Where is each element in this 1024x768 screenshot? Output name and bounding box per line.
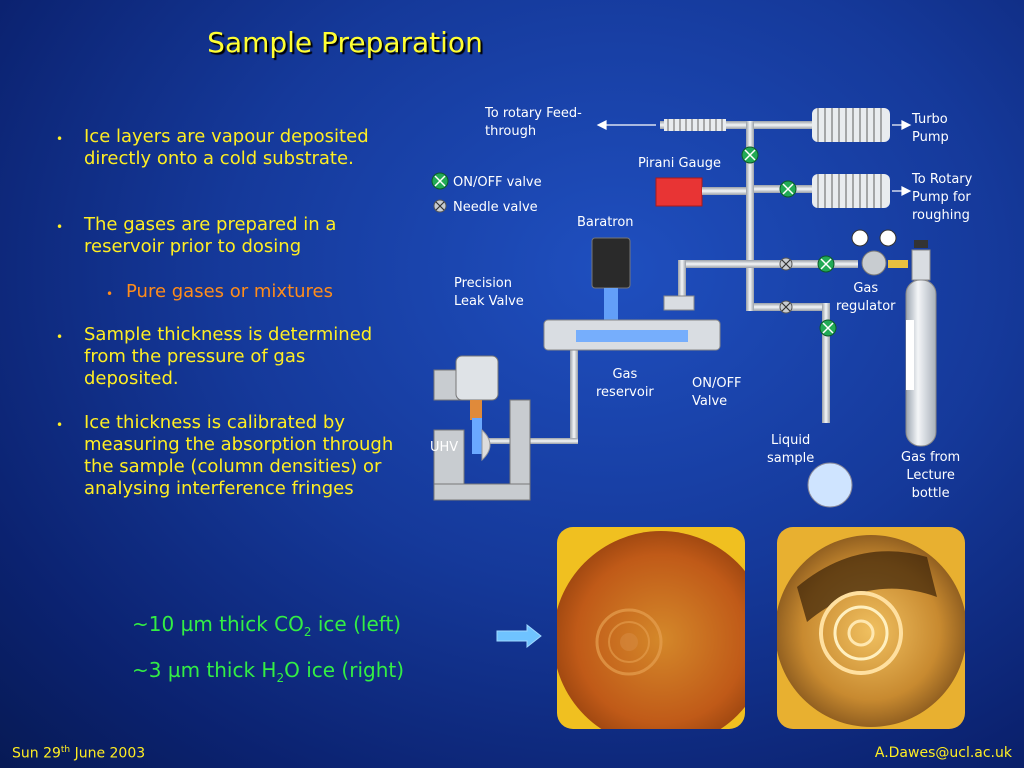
needle-valve-legend-icon	[433, 199, 447, 213]
label-rotary-roughing: To Rotary Pump for roughing	[912, 172, 973, 223]
bullet-text: Pure gases or mixtures	[126, 281, 333, 302]
legend-needle-valve: Needle valve	[453, 200, 538, 215]
arrow-right-icon	[496, 624, 542, 648]
onoff-valve-icon	[817, 255, 835, 273]
label-rotary-feedthrough: To rotary Feed- through	[485, 106, 582, 139]
arrow-right-icon	[892, 120, 912, 130]
bullet-text: Ice thickness is calibrated by measuring…	[84, 412, 394, 499]
gas-reservoir	[576, 330, 688, 342]
footer-email: A.Dawes@ucl.ac.uk	[874, 745, 1012, 761]
onoff-valve-icon	[741, 146, 759, 164]
label-gas-regulator: Gas regulator	[836, 281, 896, 314]
pirani-gauge	[655, 177, 703, 207]
caption-h2o: ~3 µm thick H2O ice (right)	[132, 658, 405, 685]
uhv-chamber	[433, 355, 531, 501]
bellows-feedthrough	[664, 119, 726, 131]
bellows-turbo	[812, 108, 890, 142]
bullet-item: • Ice thickness is calibrated by measuri…	[56, 412, 394, 500]
bullet-text: The gases are prepared in a reservoir pr…	[84, 214, 337, 257]
sub-bullet-item: • Pure gases or mixtures	[106, 281, 333, 305]
label-gas-reservoir: Gas reservoir	[596, 367, 654, 400]
bullet-item: • Ice layers are vapour deposited direct…	[56, 126, 384, 170]
bottle-valve	[911, 249, 931, 281]
label-precision-leak-valve: Precision Leak Valve	[454, 276, 524, 309]
needle-valve-icon	[779, 300, 793, 314]
apparatus-schematic	[431, 108, 937, 508]
bullet-marker: •	[56, 132, 64, 146]
fitting	[888, 260, 908, 268]
label-liquid-sample: Liquid sample	[767, 433, 815, 466]
onoff-valve-icon	[819, 319, 837, 337]
pipe	[678, 260, 686, 300]
pipe	[822, 303, 830, 423]
needle-valve-icon	[779, 257, 793, 271]
onoff-valve-icon	[779, 180, 797, 198]
bullet-marker: •	[106, 287, 114, 301]
caption-co2: ~10 µm thick CO2 ice (left)	[132, 612, 402, 639]
arrow-left-icon	[596, 120, 656, 130]
label-turbo-pump: Turbo Pump	[912, 112, 949, 145]
bullet-marker: •	[56, 220, 64, 234]
legend-onoff-valve: ON/OFF valve	[453, 175, 542, 190]
gas-regulator	[861, 250, 887, 276]
label-onoff-valve: ON/OFF Valve	[692, 376, 742, 409]
pressure-gauge-icon	[851, 229, 869, 247]
pipe	[702, 187, 746, 195]
bottle-label	[906, 320, 914, 390]
pressure-gauge-icon	[879, 229, 897, 247]
h2o-ice-photo	[777, 527, 965, 729]
label-pirani-gauge: Pirani Gauge	[638, 156, 721, 171]
bullet-marker: •	[56, 330, 64, 344]
liquid-sample-flask	[807, 462, 853, 508]
footer-date: Sun 29th June 2003	[12, 745, 146, 762]
bullet-item: • Sample thickness is determined from th…	[56, 324, 384, 390]
pipe	[678, 260, 858, 268]
co2-ice-photo	[557, 527, 745, 729]
bullet-marker: •	[56, 418, 64, 432]
pipe	[660, 121, 820, 129]
pipe	[746, 121, 754, 311]
flange	[663, 295, 695, 311]
onoff-valve-legend-icon	[431, 172, 449, 190]
label-baratron: Baratron	[577, 215, 634, 230]
bullet-text: Ice layers are vapour deposited directly…	[84, 126, 369, 169]
baratron-gauge	[591, 237, 631, 289]
label-gas-bottle: Gas from Lecture bottle	[901, 450, 961, 501]
bellows-rotary	[812, 174, 890, 208]
arrow-right-icon	[892, 186, 912, 196]
label-uhv: UHV	[430, 440, 459, 455]
bottle-knob	[914, 240, 928, 248]
slide-title: Sample Preparation	[207, 26, 483, 59]
bullet-item: • The gases are prepared in a reservoir …	[56, 214, 384, 258]
bullet-text: Sample thickness is determined from the …	[84, 324, 373, 389]
pipe	[570, 328, 578, 438]
